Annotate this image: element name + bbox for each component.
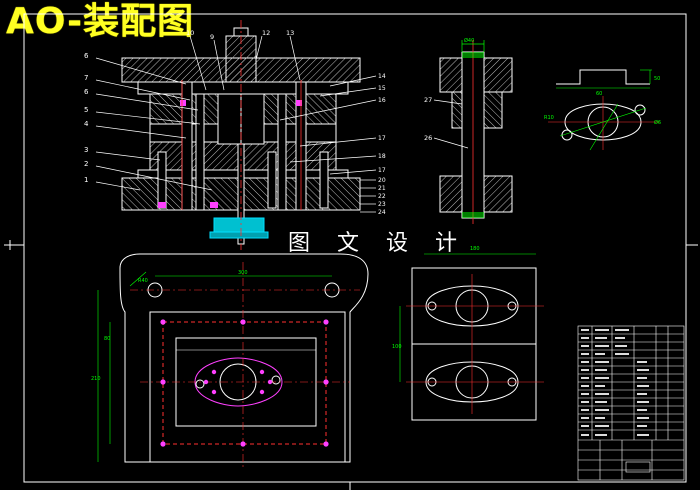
callout-left-3: 6 (84, 88, 89, 96)
callout-left-5: 4 (84, 120, 89, 128)
plan-dim-inner: 80 (104, 336, 110, 342)
strip-dim-width: 180 (470, 246, 480, 252)
drawing-title: AO-装配图 (6, 1, 195, 42)
callout-left-7: 2 (84, 160, 88, 168)
callout-right-15: 15 (378, 85, 386, 92)
strip-dim-pitch: 100 (392, 344, 402, 350)
plan-view-markers (160, 319, 329, 447)
callout-left-1: 6 (84, 52, 89, 60)
callout-right-20: 20 (378, 177, 386, 184)
drawing-subtitle: 图 文 设 计 (288, 231, 467, 256)
plan-view (97, 253, 369, 470)
part-dim-hole: Ø6 (654, 119, 661, 126)
callout-right-17a: 17 (378, 135, 386, 142)
callout-right-22: 22 (378, 193, 386, 200)
callout-left-6: 3 (84, 146, 88, 154)
callout-right-17b: 17 (378, 167, 386, 174)
bolt-markers (158, 20, 302, 250)
callout-right-21: 21 (378, 185, 386, 192)
callout-left-8: 1 (84, 176, 88, 184)
side-section-view (433, 40, 513, 224)
callout-top-12: 12 (262, 29, 270, 37)
side-callout-26: 26 (424, 134, 432, 142)
side-dim-top: Ø40 (464, 37, 474, 44)
callout-top-10: 10 (186, 29, 194, 37)
part-dim-height: 50 (654, 76, 660, 82)
plan-dim-width: 300 (238, 270, 248, 276)
callout-top-9: 9 (210, 33, 214, 41)
callout-right-14: 14 (378, 73, 386, 80)
main-view-right-callouts (279, 75, 377, 213)
plan-dim-radius: R40 (138, 278, 148, 284)
part-detail (548, 69, 660, 151)
parts-list-table (577, 325, 685, 481)
part-dim-radius: R10 (544, 115, 554, 121)
callout-left-4: 5 (84, 106, 88, 114)
main-view-top-callouts (189, 35, 301, 91)
side-callout-27: 27 (424, 96, 432, 104)
callout-right-23: 23 (378, 201, 386, 208)
main-view-left-callouts (95, 57, 213, 191)
callout-top-13: 13 (286, 29, 294, 37)
callout-right-24: 24 (378, 209, 386, 216)
strip-layout-view (399, 253, 544, 421)
callout-right-18: 18 (378, 153, 386, 160)
part-dim-length: 60 (596, 91, 602, 97)
plan-dim-height: 210 (91, 376, 101, 382)
callout-right-16: 16 (378, 97, 386, 104)
callout-left-2: 7 (84, 74, 88, 82)
sheet-border (4, 13, 698, 490)
parts-list-row-marks (581, 329, 649, 436)
